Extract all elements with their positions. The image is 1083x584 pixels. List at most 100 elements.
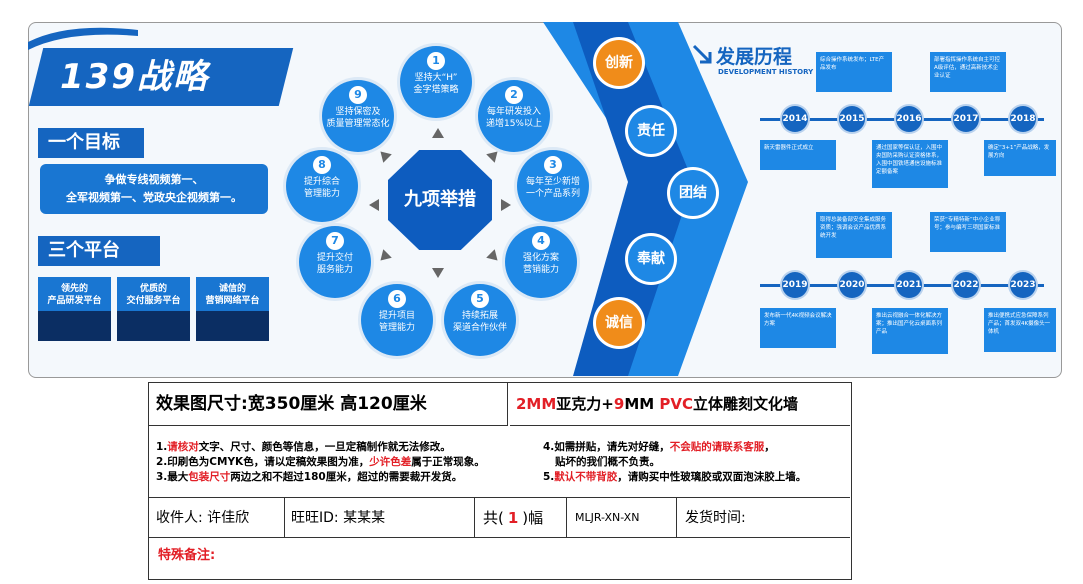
year-badge: 2021 (896, 272, 922, 298)
size-label: 效果图尺寸:宽350厘米 高120厘米 (148, 382, 508, 426)
platform-image (38, 311, 111, 341)
year-badge: 2017 (953, 106, 979, 132)
value-circle-unity: 团结 (670, 170, 716, 216)
measure-node-3: 3 每年至少新增 一个产品系列 (517, 150, 589, 222)
year-badge: 2016 (896, 106, 922, 132)
measure-text: 服务能力 (316, 265, 353, 275)
count-number: 1 (507, 509, 519, 527)
spec-table (148, 382, 852, 580)
measure-node-8: 8 提升综合 管理能力 (286, 150, 358, 222)
notes-cell (148, 426, 850, 498)
platform-card-delivery: 优质的 交付服务平台 (117, 277, 190, 341)
measure-number: 6 (388, 290, 406, 308)
history-subtitle: DEVELOPMENT HISTORY (718, 68, 814, 76)
measure-text: 营销能力 (522, 265, 559, 275)
measure-text: 管理能力 (378, 323, 415, 333)
measure-number: 5 (471, 290, 489, 308)
event-card-2017: 部署指挥操作系统自主可控A级评估，通过高新技术企业认证 (930, 52, 1006, 92)
platform-line1: 诚信的 (218, 284, 246, 294)
measure-number: 8 (313, 156, 331, 174)
material-9: 9 (613, 395, 625, 413)
goal-text-line1: 争做专线视频第一、 (104, 173, 204, 186)
goal-heading: 一个目标 (38, 128, 144, 158)
note-1: 1.请核对文字、尺寸、颜色等信息，一旦定稿制作就无法修改。 (156, 441, 451, 453)
measure-text: 提升交付 (316, 253, 353, 263)
year-badge: 2018 (1010, 106, 1036, 132)
board-title: 139战略 (60, 57, 209, 97)
event-card-2014: 新天雷器件正式成立 (760, 140, 836, 170)
measure-text: 管理能力 (303, 189, 340, 199)
measure-number: 1 (427, 52, 445, 70)
year-badge: 2015 (839, 106, 865, 132)
event-card-2022: 荣获“专精特新”中小企业称号；参与编写三项国家标准 (930, 212, 1006, 252)
count-field: 共(1)幅 (475, 498, 567, 538)
notes-left: 1.请核对文字、尺寸、颜色等信息，一旦定稿制作就无法修改。 2.印刷色为CMYK… (156, 440, 485, 485)
value-circle-responsibility: 责任 (628, 108, 674, 154)
material-2mm: 2MM (516, 395, 557, 413)
value-circle-dedication: 奉献 (628, 236, 674, 282)
count-suffix: )幅 (522, 509, 544, 527)
platform-heading: 三个平台 (38, 236, 160, 266)
ring-arrow-icon (432, 128, 444, 138)
measure-node-1: 1 坚持大“H” 金字塔策略 (400, 46, 472, 118)
event-card-2016: 通过国家等保认证，入围中央国防采购认证资格体系，入围中国铁塔通信设施标准定额备案 (872, 140, 948, 188)
event-card-2020: 取得总装备部安全集成服务资质；强调会议产品优质系统开发 (816, 212, 892, 258)
value-circle-innovation: 创新 (596, 40, 642, 86)
measure-node-7: 7 提升交付 服务能力 (299, 226, 371, 298)
measure-number: 4 (532, 232, 550, 250)
platform-line2: 交付服务平台 (126, 296, 181, 306)
value-circle-integrity: 诚信 (596, 300, 642, 346)
wangwang-id-field: 旺旺ID: 某某某 (285, 498, 475, 538)
note-5: 5.默认不带背胶，请购买中性玻璃胶或双面泡沫胶上墙。 (543, 471, 807, 483)
measure-text: 强化方案 (522, 253, 559, 263)
measure-number: 9 (349, 86, 367, 104)
measure-text: 提升综合 (303, 177, 340, 187)
note-2: 2.印刷色为CMYK色，请以定稿效果图为准，少许色差属于正常现象。 (156, 456, 485, 468)
note-4: 4.如需拼贴，请先对好缝，不会贴的请联系客服， (543, 441, 775, 453)
measure-text: 渠道合作伙伴 (452, 323, 507, 333)
note-4-cont: 贴坏的我们概不负责。 (555, 456, 660, 468)
platform-line2: 产品研发平台 (47, 296, 102, 306)
top-left-wave (28, 27, 138, 50)
measure-text: 每年至少新增 (525, 177, 580, 187)
center-octagon: 九项举措 (388, 150, 492, 250)
measure-text: 一个产品系列 (525, 189, 580, 199)
ring-arrow-icon (432, 268, 444, 278)
measure-number: 2 (505, 86, 523, 104)
platform-card-rd: 领先的 产品研发平台 (38, 277, 111, 341)
measure-node-4: 4 强化方案 营销能力 (505, 226, 577, 298)
order-code: MLJR-XN-XN (567, 498, 677, 538)
measure-node-9: 9 坚持保密及 质量管理常态化 (322, 80, 394, 152)
goal-box: 争做专线视频第一、 全军视频第一、党政央企视频第一。 (40, 164, 268, 214)
event-card-2021: 推出云视融合一体化解决方案；推出国产化云桌面系列产品 (872, 308, 948, 354)
material-pvc: PVC (659, 395, 694, 413)
measure-node-6: 6 提升项目 管理能力 (361, 284, 433, 356)
platform-line1: 领先的 (60, 284, 88, 294)
year-badge: 2022 (953, 272, 979, 298)
measure-node-2: 2 每年研发投入 递增15%以上 (478, 80, 550, 152)
material-wall: 立体雕刻文化墙 (693, 395, 799, 413)
year-badge: 2023 (1010, 272, 1036, 298)
year-badge: 2019 (782, 272, 808, 298)
measure-text: 金字塔策略 (413, 85, 459, 95)
event-card-2019: 发布新一代4K视频会议解决方案 (760, 308, 836, 348)
goal-text-line2: 全军视频第一、党政央企视频第一。 (66, 191, 242, 204)
note-3: 3.最大包装尺寸两边之和不超过180厘米，超过的需要裁开发货。 (156, 471, 463, 483)
year-badge: 2020 (839, 272, 865, 298)
special-remark: 特殊备注: (158, 548, 216, 563)
material-label: 2MM亚克力+9MM PVC立体雕刻文化墙 (510, 382, 850, 426)
ring-arrow-icon (501, 199, 511, 211)
notes-right: 4.如需拼贴，请先对好缝，不会贴的请联系客服， 贴坏的我们概不负责。 5.默认不… (543, 440, 806, 485)
measure-text: 质量管理常态化 (326, 119, 390, 129)
measure-number: 3 (544, 156, 562, 174)
material-mm: MM (624, 395, 660, 413)
measure-text: 坚持保密及 (335, 107, 381, 117)
material-acrylic: 亚克力+ (556, 395, 614, 413)
ship-time-field: 发货时间: (677, 498, 850, 538)
count-prefix: 共( (483, 509, 504, 527)
platform-image (196, 311, 269, 341)
recipient-field: 收件人: 许佳欣 (148, 498, 285, 538)
measure-text: 提升项目 (378, 311, 415, 321)
measure-text: 坚持大“H” (414, 73, 458, 83)
measure-node-5: 5 持续拓展 渠道合作伙伴 (444, 284, 516, 356)
